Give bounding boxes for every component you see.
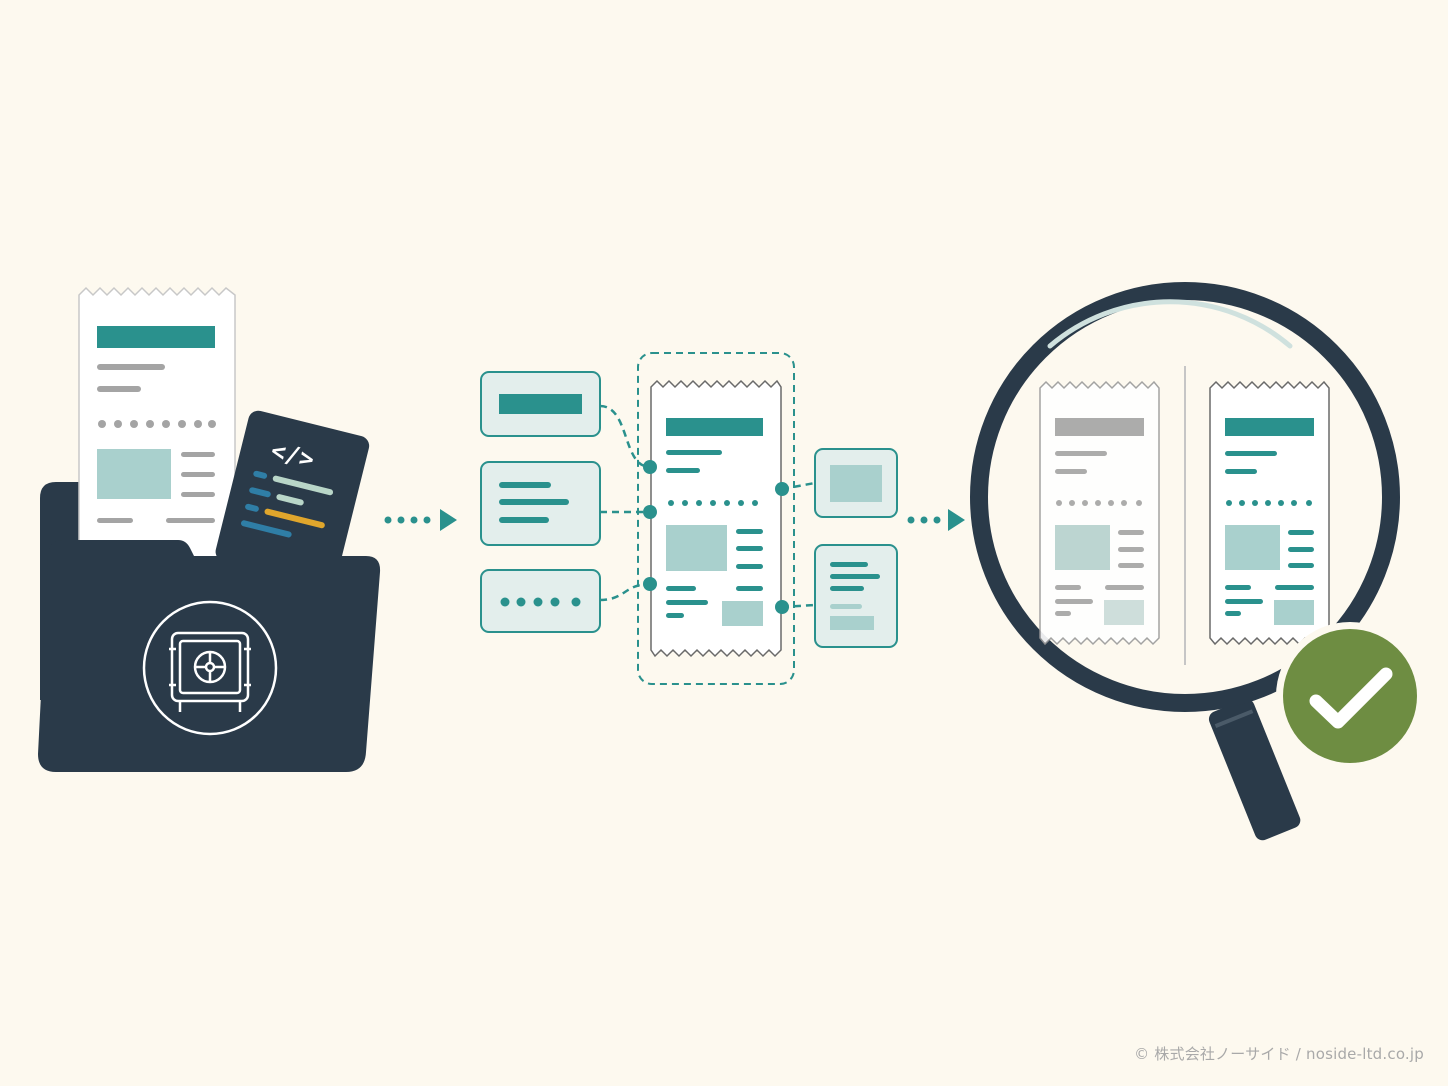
dotted-arrow-icon bbox=[907, 509, 965, 531]
input-card-dots bbox=[480, 569, 601, 633]
secure-folder-group: </> bbox=[38, 286, 381, 772]
magnifier-icon bbox=[970, 282, 1400, 841]
receipt-in-folder bbox=[78, 286, 236, 561]
receipt-template bbox=[650, 379, 782, 658]
safe-icon bbox=[142, 600, 278, 736]
component-assembly bbox=[480, 352, 898, 685]
receipt-generated bbox=[1209, 380, 1330, 646]
input-card-header bbox=[480, 371, 601, 437]
copyright-credit: © 株式会社ノーサイド / noside-ltd.co.jp bbox=[1134, 1045, 1424, 1063]
check-icon bbox=[1276, 622, 1424, 770]
output-card-image bbox=[814, 448, 898, 518]
receipt-original bbox=[1039, 380, 1160, 646]
dotted-arrow-icon bbox=[384, 509, 457, 531]
code-card: </> bbox=[215, 410, 370, 587]
output-card-text bbox=[814, 544, 898, 648]
input-card-text bbox=[480, 461, 601, 546]
assembly-frame bbox=[637, 352, 795, 685]
